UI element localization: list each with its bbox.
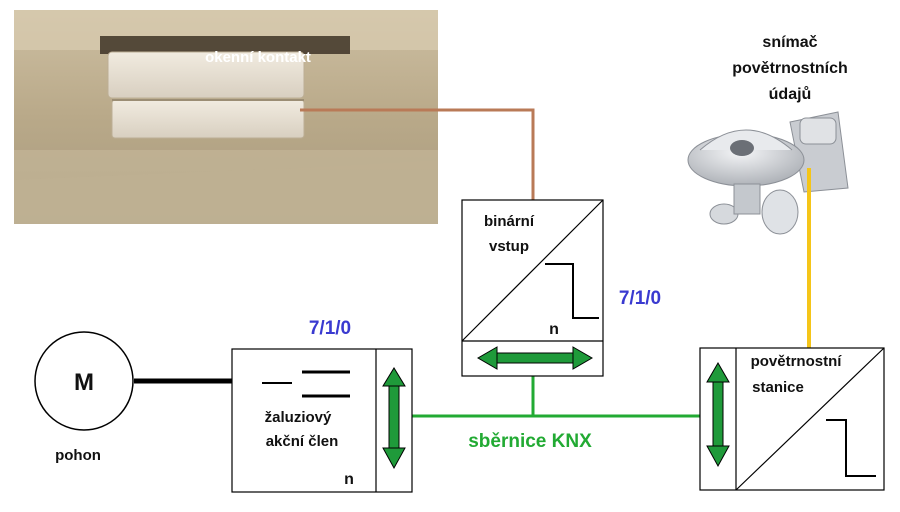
binary-input-address: 7/1/0 (619, 288, 661, 309)
weather-sensor-label-line3: údajů (769, 86, 812, 103)
motor-letter: M (74, 369, 94, 396)
blind-actuator-label-line1: žaluziový (265, 409, 332, 426)
weather-sensor-label: snímač povětrnostních údajů (732, 34, 848, 103)
weather-sensor-label-line2: povětrnostních (732, 60, 848, 77)
binary-input-count: n (549, 321, 559, 338)
weather-station-label-line2: stanice (752, 379, 804, 396)
knx-bus-label: sběrnice KNX (468, 431, 592, 452)
motor-label: pohon (55, 447, 101, 464)
motor: M pohon (35, 332, 133, 464)
weather-station-label-line1: povětrnostní (751, 353, 843, 370)
knx-bus (412, 376, 700, 416)
binary-input-label-line1: binární (484, 213, 535, 230)
window-contact-label: okenní kontakt (205, 49, 311, 66)
weather-sensor-label-line1: snímač (762, 34, 817, 51)
binary-input: binární vstup n (462, 200, 603, 376)
blind-actuator: žaluziový akční člen n (232, 349, 412, 492)
weather-station: povětrnostní stanice (700, 348, 884, 490)
window-contact-photo: okenní kontakt (14, 10, 438, 224)
blind-actuator-address: 7/1/0 (309, 318, 351, 339)
weather-sensor-picture (688, 112, 848, 234)
binary-input-label-line2: vstup (489, 238, 529, 255)
blind-actuator-label-line2: akční člen (266, 433, 339, 450)
blind-actuator-count: n (344, 471, 354, 488)
